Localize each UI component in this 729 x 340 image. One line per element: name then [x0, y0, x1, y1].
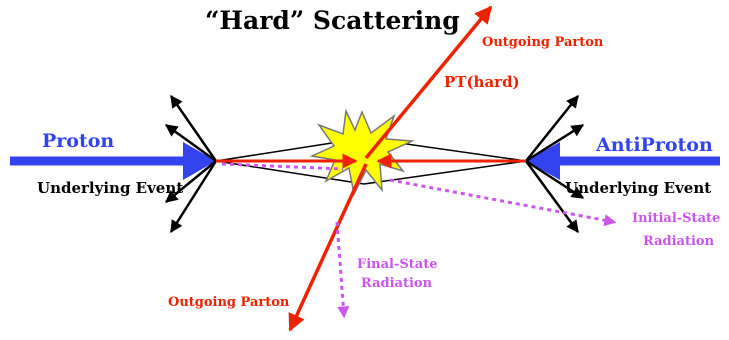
outgoing-parton-bottom-label: Outgoing Parton	[168, 295, 290, 310]
proton-label: Proton	[42, 130, 114, 152]
outgoing-parton-top-label: Outgoing Parton	[482, 35, 604, 50]
initial-state-radiation-label-line2: Radiation	[643, 234, 715, 249]
diagram-title: “Hard” Scattering	[205, 6, 460, 35]
antiproton-label: AntiProton	[595, 134, 713, 156]
initial-state-radiation-label-line1: Initial-State	[632, 211, 720, 226]
pt-hard-label: PT(hard)	[444, 73, 520, 91]
hard-scatter-burst-icon	[312, 111, 412, 194]
final-state-radiation-label-line2: Radiation	[361, 276, 433, 291]
underlying-event-left-label: Underlying Event	[37, 179, 183, 197]
radiation-arrows	[222, 164, 614, 316]
underlying-event-right-label: Underlying Event	[565, 179, 711, 197]
final-state-radiation-label-line1: Final-State	[357, 257, 437, 272]
